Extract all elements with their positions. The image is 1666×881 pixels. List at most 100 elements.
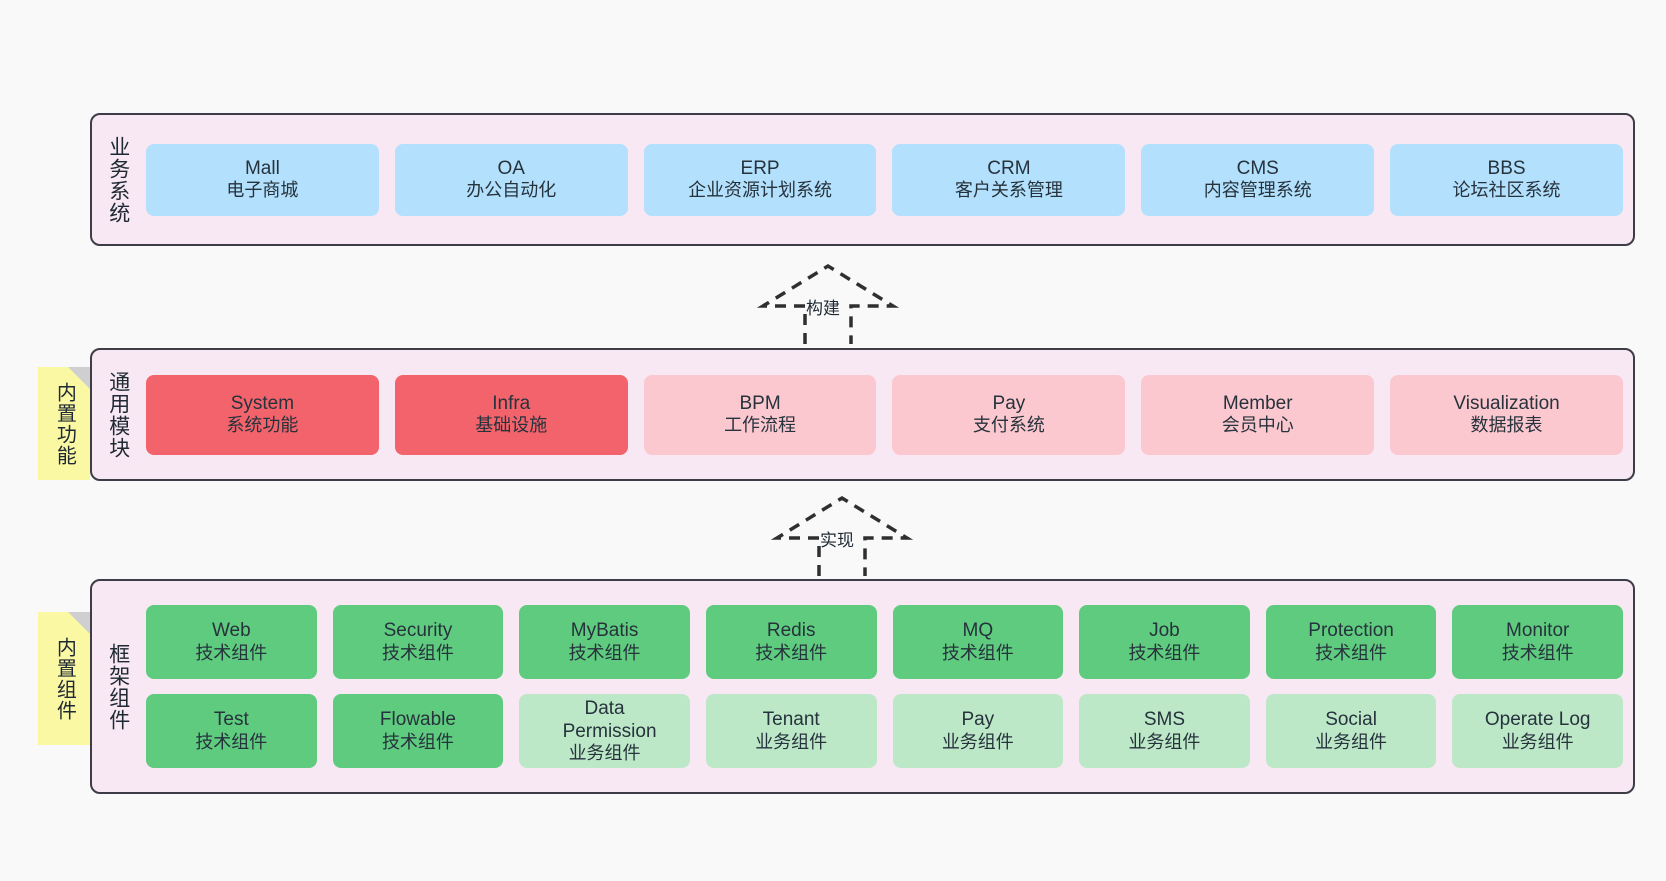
card-flowable[interactable]: Flowable 技术组件 — [332, 694, 504, 768]
card-title: Monitor — [1506, 620, 1570, 642]
card-title: MQ — [962, 620, 994, 642]
card-subtitle: 系统功能 — [226, 415, 299, 436]
card-title: BBS — [1487, 157, 1526, 179]
card-title: CMS — [1236, 157, 1279, 179]
card-subtitle: 技术组件 — [195, 642, 268, 663]
card-title: Flowable — [379, 709, 456, 731]
card-subtitle: 技术组件 — [1128, 642, 1201, 663]
card-oa[interactable]: OA 办公自动化 — [394, 143, 628, 216]
card-title: Operate Log — [1484, 709, 1591, 731]
card-tenant[interactable]: Tenant 业务组件 — [705, 694, 877, 768]
card-mq[interactable]: MQ 技术组件 — [892, 605, 1064, 679]
card-subtitle: 企业资源计划系统 — [688, 180, 833, 201]
note-builtin-features: 内置功能 — [38, 367, 90, 480]
card-test[interactable]: Test 技术组件 — [146, 694, 317, 768]
card-title: Pay — [992, 392, 1026, 414]
card-visualization[interactable]: Visualization 数据报表 — [1390, 374, 1623, 455]
card-subtitle: 数据报表 — [1470, 415, 1543, 436]
card-data-permission[interactable]: Data Permission 业务组件 — [519, 694, 690, 768]
card-title: Web — [211, 620, 251, 642]
card-mybatis[interactable]: MyBatis 技术组件 — [519, 605, 690, 679]
card-title: Job — [1149, 620, 1180, 642]
card-security[interactable]: Security 技术组件 — [332, 605, 504, 679]
card-operate-log[interactable]: Operate Log 业务组件 — [1452, 694, 1623, 768]
card-subtitle: 客户关系管理 — [954, 180, 1063, 201]
card-subtitle: 内容管理系统 — [1203, 180, 1312, 201]
dashed-hollow-arrow-icon — [770, 495, 914, 576]
card-pay-business[interactable]: Pay 业务组件 — [892, 694, 1064, 768]
card-protection[interactable]: Protection 技术组件 — [1265, 605, 1437, 679]
card-title: ERP — [740, 157, 780, 179]
card-subtitle: 技术组件 — [755, 642, 828, 663]
card-subtitle: 业务组件 — [1501, 731, 1574, 752]
card-subtitle: 技术组件 — [381, 642, 454, 663]
card-redis[interactable]: Redis 技术组件 — [705, 605, 877, 679]
card-row: Mall 电子商城 OA 办公自动化 ERP 企业资源计划系统 CRM 客户关系… — [146, 143, 1623, 216]
card-title: SMS — [1143, 709, 1186, 731]
card-title: Member — [1222, 392, 1293, 414]
layer-business-systems[interactable]: 业务系统 Mall 电子商城 OA 办公自动化 ERP 企业资源计划系统 CRM… — [90, 113, 1635, 246]
card-subtitle: 技术组件 — [941, 642, 1014, 663]
card-subtitle: 业务组件 — [568, 743, 641, 764]
card-mall[interactable]: Mall 电子商城 — [146, 143, 379, 216]
card-cms[interactable]: CMS 内容管理系统 — [1141, 143, 1375, 216]
card-title: Protection — [1308, 620, 1394, 642]
layer-body-business-systems: Mall 电子商城 OA 办公自动化 ERP 企业资源计划系统 CRM 客户关系… — [138, 121, 1623, 238]
card-title: Redis — [766, 620, 816, 642]
card-pay[interactable]: Pay 支付系统 — [892, 374, 1126, 455]
card-web[interactable]: Web 技术组件 — [146, 605, 317, 679]
card-title: MyBatis — [570, 620, 639, 642]
card-subtitle: 技术组件 — [568, 642, 641, 663]
card-subtitle: 技术组件 — [195, 731, 268, 752]
card-subtitle: 业务组件 — [1315, 731, 1388, 752]
card-subtitle: 工作流程 — [724, 415, 797, 436]
card-title: Social — [1325, 709, 1377, 731]
card-subtitle: 办公自动化 — [466, 180, 557, 201]
layer-framework-components[interactable]: 框架组件 Web 技术组件 Security 技术组件 MyBatis 技术组件… — [90, 579, 1635, 794]
layer-title-framework-components: 框架组件 — [106, 642, 130, 731]
card-title: Mall — [244, 157, 280, 179]
card-row: System 系统功能 Infra 基础设施 BPM 工作流程 Pay 支付系统… — [146, 374, 1623, 455]
card-monitor[interactable]: Monitor 技术组件 — [1452, 605, 1623, 679]
card-title: System — [230, 392, 295, 414]
card-subtitle: 技术组件 — [1315, 642, 1388, 663]
card-subtitle: 会员中心 — [1221, 415, 1294, 436]
card-erp[interactable]: ERP 企业资源计划系统 — [643, 143, 877, 216]
layer-title-common-modules: 通用模块 — [106, 370, 130, 459]
card-crm[interactable]: CRM 客户关系管理 — [892, 143, 1126, 216]
card-title: OA — [497, 157, 525, 179]
layer-common-modules[interactable]: 通用模块 System 系统功能 Infra 基础设施 BPM 工作流程 Pay… — [90, 348, 1635, 481]
card-subtitle: 论坛社区系统 — [1452, 180, 1561, 201]
card-subtitle: 业务组件 — [1128, 731, 1201, 752]
card-job[interactable]: Job 技术组件 — [1079, 605, 1250, 679]
card-infra[interactable]: Infra 基础设施 — [394, 374, 628, 455]
card-title: Visualization — [1453, 392, 1560, 414]
card-row: Web 技术组件 Security 技术组件 MyBatis 技术组件 Redi… — [146, 605, 1623, 679]
card-title: Pay — [961, 709, 995, 731]
card-social[interactable]: Social 业务组件 — [1265, 694, 1437, 768]
card-bbs[interactable]: BBS 论坛社区系统 — [1390, 143, 1623, 216]
card-row: Test 技术组件 Flowable 技术组件 Data Permission … — [146, 694, 1623, 768]
connector-build: 构建 — [756, 262, 900, 344]
card-sms[interactable]: SMS 业务组件 — [1079, 694, 1250, 768]
card-title: Tenant — [762, 709, 820, 731]
layer-body-common-modules: System 系统功能 Infra 基础设施 BPM 工作流程 Pay 支付系统… — [138, 356, 1623, 473]
card-title: Infra — [492, 392, 531, 414]
connector-label: 实现 — [820, 531, 854, 550]
connector-implement: 实现 — [770, 494, 914, 576]
card-subtitle: 技术组件 — [381, 731, 454, 752]
layer-title-business-systems: 业务系统 — [106, 135, 130, 224]
card-subtitle: 支付系统 — [972, 415, 1045, 436]
card-system[interactable]: System 系统功能 — [146, 374, 379, 455]
card-member[interactable]: Member 会员中心 — [1141, 374, 1375, 455]
dashed-hollow-arrow-icon — [756, 263, 900, 344]
layer-body-framework-components: Web 技术组件 Security 技术组件 MyBatis 技术组件 Redi… — [138, 587, 1623, 786]
card-title: Test — [213, 709, 249, 731]
note-label: 内置组件 — [53, 636, 76, 721]
card-subtitle: 电子商城 — [226, 180, 299, 201]
card-title: BPM — [739, 392, 781, 414]
note-label: 内置功能 — [53, 381, 76, 466]
card-bpm[interactable]: BPM 工作流程 — [643, 374, 877, 455]
card-title: Security — [383, 620, 453, 642]
